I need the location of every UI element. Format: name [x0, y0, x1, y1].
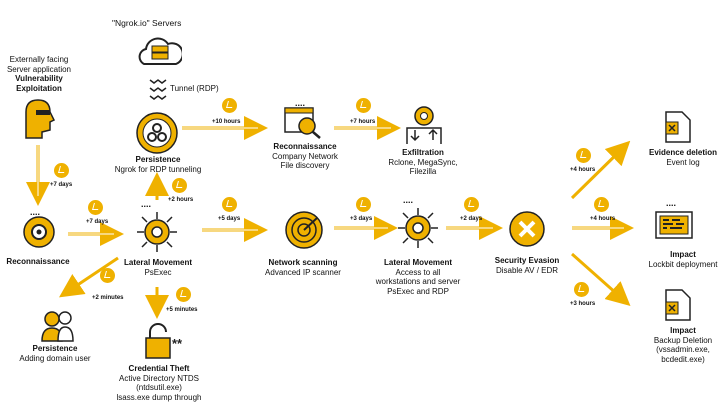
clock-icon [356, 98, 371, 113]
evasion-label: Security Evasion Disable AV / EDR [494, 256, 560, 275]
recon1-label: Reconnaissance [6, 257, 70, 266]
scan-label: Network scanning Advanced IP scanner [265, 258, 341, 277]
time-label: +7 hours [350, 119, 376, 125]
backup-file-icon [665, 289, 691, 321]
persist1-label: Persistence Ngrok for RDP tunneling [114, 155, 202, 174]
impact2-label: Impact Backup Deletion (vssadmin.exe, bc… [653, 326, 713, 364]
time-label: +2 hours [168, 197, 194, 203]
clock-icon [54, 163, 69, 178]
time-label: +10 hours [212, 119, 241, 125]
lateral2-label: Lateral Movement Access to all workstati… [375, 258, 461, 296]
lateral1-label: Lateral Movement PsExec [123, 258, 193, 277]
users-icon [41, 311, 74, 342]
recon2-dots: .... [295, 98, 306, 108]
vuln-label: Externally facing Server application Vul… [6, 55, 72, 93]
time-label: +3 days [350, 216, 373, 222]
arrow-evasion-evidence [570, 140, 631, 200]
clock-icon [574, 282, 589, 297]
arrow-lateral-persist2 [59, 256, 119, 298]
clock-icon [356, 197, 371, 212]
time-label: +4 hours [590, 216, 616, 222]
evidence-file-icon [665, 111, 691, 143]
arrow-evasion-impact2 [571, 252, 631, 306]
network-scan-icon [285, 211, 323, 249]
time-label: +5 minutes [166, 307, 198, 313]
exfiltration-icon [406, 106, 442, 144]
time-label: +2 minutes [92, 295, 124, 301]
tunnel-label: Tunnel (RDP) [170, 84, 219, 93]
time-label: +4 hours [570, 167, 596, 173]
clock-icon [176, 287, 191, 302]
security-evasion-icon [509, 211, 545, 247]
recon1-dots: .... [30, 207, 41, 217]
time-label: +7 days [50, 182, 73, 188]
persist2-label: Persistence Adding domain user [19, 344, 91, 363]
recon2-label: Reconnaissance Company Network File disc… [272, 142, 338, 170]
clock-icon [88, 200, 103, 215]
clock-icon [222, 197, 237, 212]
clock-icon [100, 268, 115, 283]
exfil-label: Exfiltration Rclone, MegaSync, Filezilla [388, 148, 458, 176]
hacker-head-icon [25, 99, 56, 139]
clock-icon [576, 148, 591, 163]
lateral-movement-2-icon [398, 208, 438, 248]
clock-icon [222, 98, 237, 113]
lateral1-dots: .... [141, 199, 152, 209]
lateral-movement-icon [137, 212, 177, 252]
biohazard-icon [136, 112, 178, 154]
time-label: +5 days [218, 216, 241, 222]
servers-title: "Ngrok.io" Servers [112, 18, 182, 28]
time-label: +2 days [460, 216, 483, 222]
recon-gear-icon [23, 216, 55, 248]
evidence-label: Evidence deletion Event log [648, 148, 718, 167]
time-label: +3 hours [570, 301, 596, 307]
clock-icon [464, 197, 479, 212]
tunnel-icon [149, 79, 167, 100]
clock-icon [594, 197, 609, 212]
clock-icon [172, 178, 187, 193]
lateral2-dots: .... [403, 195, 414, 205]
impact1-dots: .... [666, 198, 677, 208]
impact1-label: Impact Lockbit deployment [648, 250, 718, 269]
time-label: +7 days [86, 219, 109, 225]
cred-label: Credential Theft Active Directory NTDS (… [116, 364, 202, 402]
lockbit-screen-icon [655, 211, 693, 239]
svg-text:**: ** [172, 336, 183, 351]
cloud-server-icon [138, 37, 182, 65]
credential-lock-icon: ** [145, 323, 183, 359]
file-discovery-icon [284, 107, 321, 139]
